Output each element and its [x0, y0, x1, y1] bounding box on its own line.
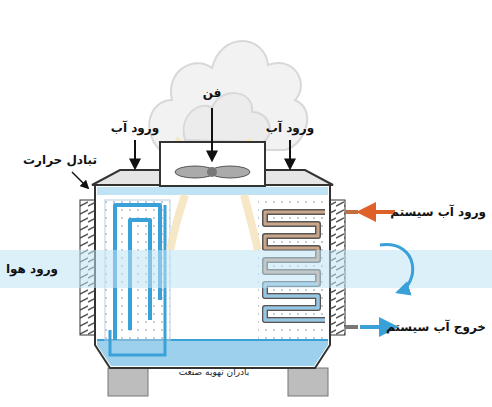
watermark: بادران تهویه صنعت: [179, 367, 250, 378]
fan-label: فن: [203, 86, 222, 100]
air-inlet-label: ورود هوا: [6, 262, 58, 276]
system-water-outlet-label: خروج آب سیستم: [386, 320, 486, 334]
heat-exchange-label: تبادل حرارت: [23, 153, 97, 167]
system-water-inlet-label: ورود آب سیستم: [390, 205, 486, 219]
water-inlet-label: ورود آب: [111, 121, 159, 135]
water-inlet-label: ورود آب: [266, 121, 314, 135]
